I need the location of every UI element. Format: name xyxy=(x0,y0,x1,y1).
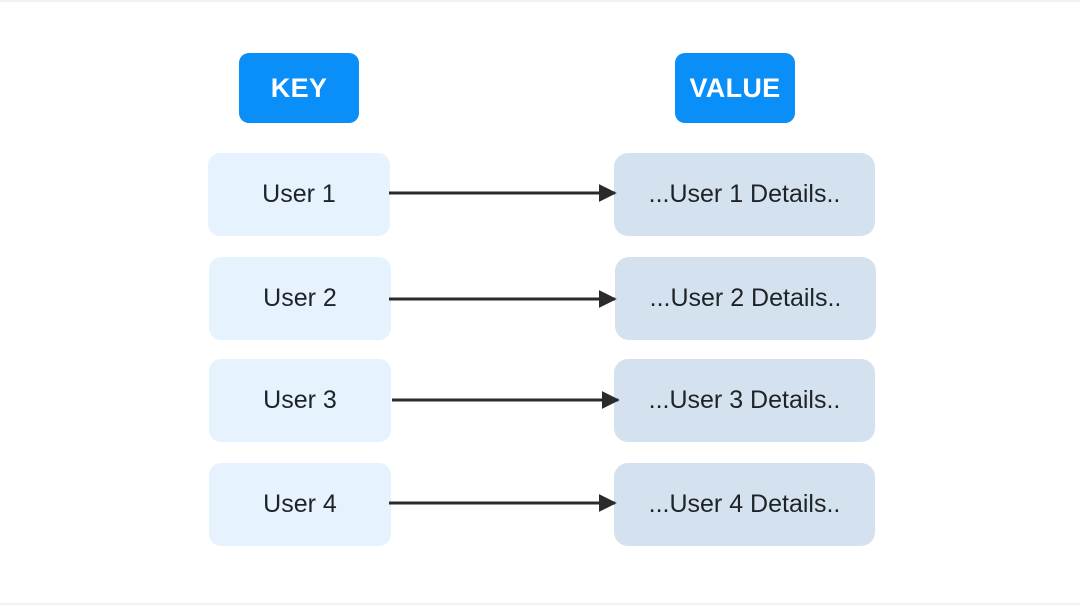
value-box-1: ...User 1 Details.. xyxy=(614,153,875,236)
key-box-1: User 1 xyxy=(208,153,390,236)
value-header: VALUE xyxy=(675,53,795,123)
value-box-2: ...User 2 Details.. xyxy=(615,257,876,340)
top-divider xyxy=(0,0,1080,2)
value-box-4: ...User 4 Details.. xyxy=(614,463,875,546)
bottom-divider xyxy=(0,603,1080,605)
key-box-4: User 4 xyxy=(209,463,391,546)
key-header: KEY xyxy=(239,53,359,123)
value-box-3: ...User 3 Details.. xyxy=(614,359,875,442)
key-box-3: User 3 xyxy=(209,359,391,442)
key-box-2: User 2 xyxy=(209,257,391,340)
